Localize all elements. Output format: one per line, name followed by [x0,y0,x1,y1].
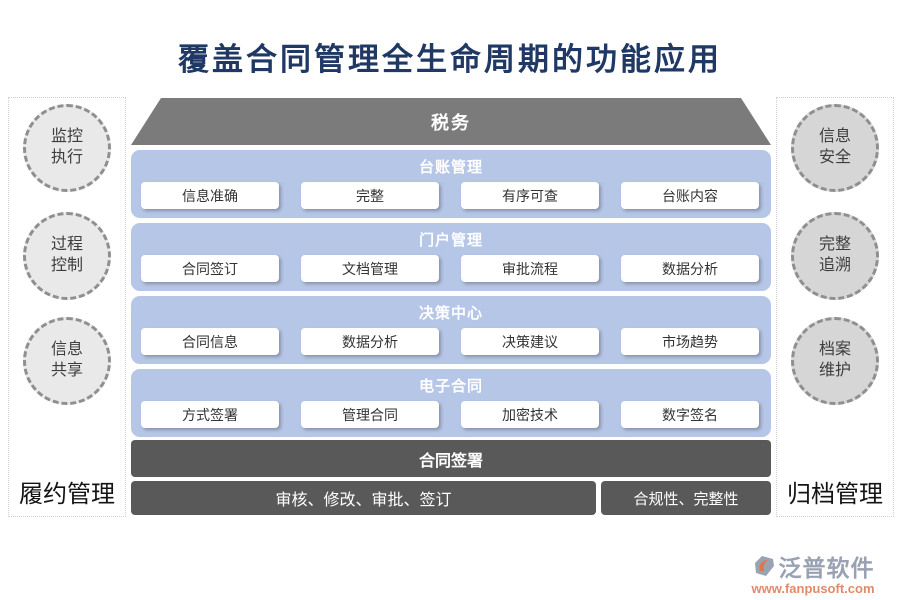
item-card: 完整 [301,182,439,209]
item-card: 加密技术 [461,401,599,428]
circle-info-sharing: 信息 共享 [23,317,111,405]
item-card: 合同信息 [141,328,279,355]
item-card: 市场趋势 [621,328,759,355]
item-card: 数据分析 [621,255,759,282]
bar-review-modify-approve-sign: 审核、修改、审批、签订 [131,481,596,515]
circle-line: 维护 [818,362,851,379]
right-panel-archive-management: 信息 安全 完整 追溯 档案 维护 归档管理 [776,97,894,517]
item-card: 合同签订 [141,255,279,282]
item-card: 有序可查 [461,182,599,209]
item-card: 审批流程 [461,255,599,282]
circle-process-control: 过程 控制 [23,212,111,300]
left-panel-label: 履约管理 [19,482,115,508]
item-card: 文档管理 [301,255,439,282]
right-panel-label: 归档管理 [787,482,883,508]
logo-name: 泛普软件 [778,555,875,581]
section-title: 决策中心 [418,305,483,322]
circle-line: 信息 [818,128,851,146]
left-panel-performance-management: 监控 执行 过程 控制 信息 共享 履约管理 [8,97,126,517]
logo-url: www.fanpusoft.com [751,581,875,596]
section-items: 信息准确 完整 有序可查 台账内容 [131,177,771,209]
section-electronic-contract: 电子合同 方式签署 管理合同 加密技术 数字签名 [131,369,771,437]
circle-archive-maintenance: 档案 维护 [791,317,879,405]
item-card: 数字签名 [621,401,759,428]
circle-line: 安全 [818,149,851,166]
item-card: 台账内容 [621,182,759,209]
item-card: 决策建议 [461,328,599,355]
vendor-logo: 泛普软件 www.fanpusoft.com [738,549,888,596]
section-items: 方式签署 管理合同 加密技术 数字签名 [131,396,771,428]
bar-contract-signing: 合同签署 [131,440,771,477]
circle-info-security: 信息 安全 [791,104,879,192]
item-card: 方式签署 [141,401,279,428]
circle-line: 执行 [50,149,83,166]
circle-monitor-execution: 监控 执行 [23,104,111,192]
section-title: 门户管理 [418,232,483,249]
section-portal-management: 门户管理 合同签订 文档管理 审批流程 数据分析 [131,223,771,291]
section-items: 合同签订 文档管理 审批流程 数据分析 [131,250,771,282]
fanpu-logo-icon [752,554,776,578]
circle-line: 控制 [50,257,83,274]
pyramid-top-tax: 税务 [131,98,771,145]
section-title: 台账管理 [418,159,483,176]
circle-line: 信息 [50,341,83,359]
item-card: 管理合同 [301,401,439,428]
circle-line: 完整 [818,236,851,254]
circle-line: 追溯 [818,257,851,274]
bar-compliance-completeness: 合规性、完整性 [601,481,771,515]
circle-line: 共享 [50,362,83,379]
section-ledger-management: 台账管理 信息准确 完整 有序可查 台账内容 [131,150,771,218]
circle-line: 监控 [50,128,83,146]
item-card: 信息准确 [141,182,279,209]
circle-line: 过程 [50,236,83,254]
circle-full-traceability: 完整 追溯 [791,212,879,300]
item-card: 数据分析 [301,328,439,355]
circle-line: 档案 [818,341,851,359]
section-decision-center: 决策中心 合同信息 数据分析 决策建议 市场趋势 [131,296,771,364]
page-title: 覆盖合同管理全生命周期的功能应用 [178,42,722,77]
section-items: 合同信息 数据分析 决策建议 市场趋势 [131,323,771,355]
section-title: 电子合同 [418,378,483,395]
